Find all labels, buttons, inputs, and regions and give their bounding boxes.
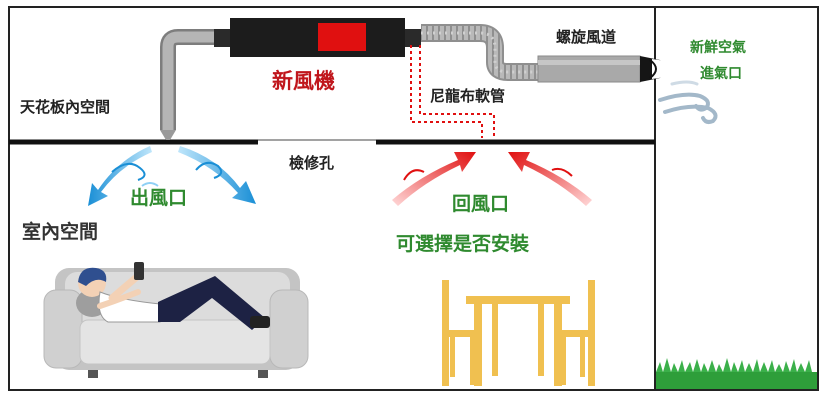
fresh-air-label: 新鮮空氣	[690, 39, 746, 56]
spiral-duct-label: 螺旋風道	[556, 28, 616, 46]
ceiling-space-label: 天花板內空間	[20, 98, 110, 116]
outlet-label: 出風口	[130, 186, 187, 209]
outlet-arrows	[88, 146, 256, 206]
fresh-air-fan-unit	[214, 18, 421, 57]
person-icon	[76, 262, 270, 330]
return-air-label: 回風口	[452, 193, 509, 215]
optional-install-label: 可選擇是否安裝	[396, 232, 530, 255]
supply-duct	[160, 29, 220, 140]
grass	[656, 358, 817, 389]
fan-control-panel	[318, 23, 366, 51]
access-hole	[258, 138, 376, 146]
fresh-air-swirl-icon	[658, 80, 718, 124]
return-arrows	[392, 152, 592, 206]
spiral-duct	[537, 55, 676, 83]
return-duct-dotted	[410, 45, 495, 138]
access-hole-label: 檢修孔	[289, 154, 334, 172]
nylon-flex-duct	[421, 24, 540, 81]
table-and-chairs	[442, 280, 595, 386]
indoor-space-label: 室內空間	[22, 220, 98, 243]
nylon-duct-label: 尼龍布軟管	[430, 87, 505, 105]
inlet-label: 進氣口	[700, 65, 742, 82]
outer-frame	[8, 6, 819, 391]
fan-unit-label: 新風機	[272, 69, 335, 93]
